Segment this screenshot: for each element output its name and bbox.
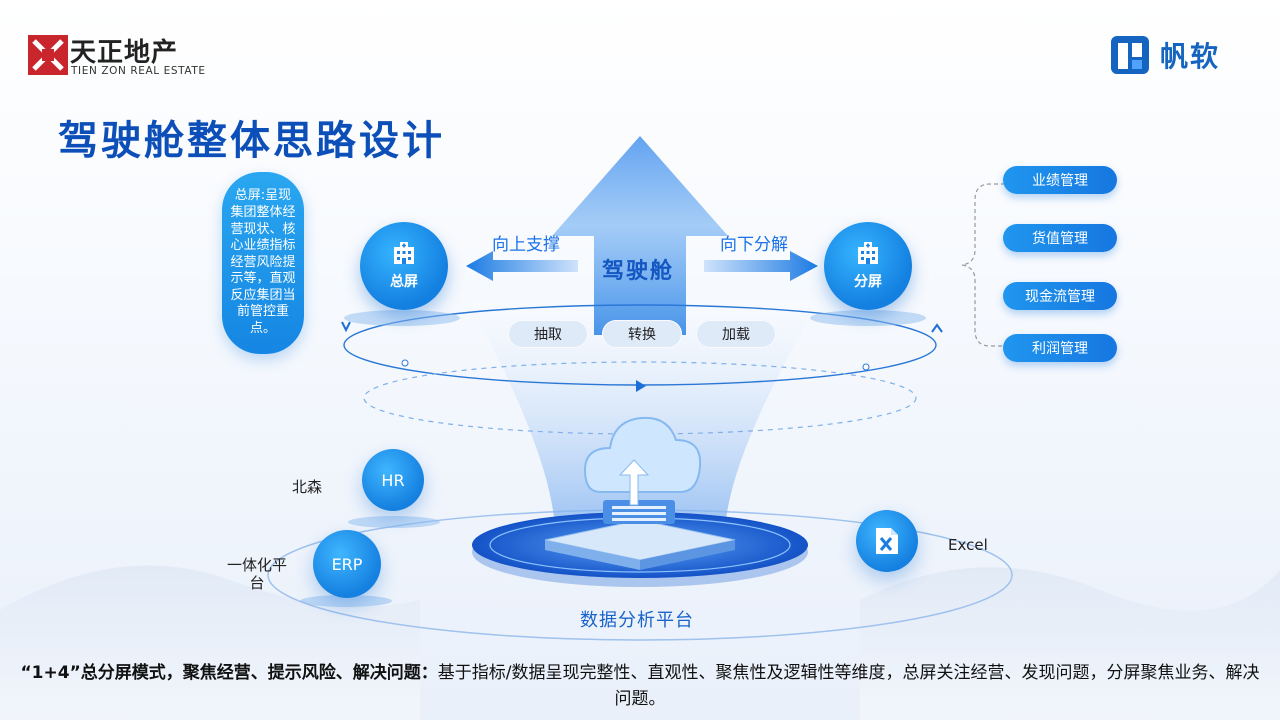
hospital-building-icon — [858, 242, 878, 264]
hr-source-label: HR — [381, 470, 405, 490]
main-screen-note-text: 总屏:呈现集团整体经营现状、核心业绩指标经营风险提示等，直观反应集团当前管控重点… — [230, 188, 296, 337]
page-title: 驾驶舱整体思路设计 — [58, 118, 445, 164]
partner-name: 帆软 — [1160, 40, 1221, 73]
hospital-building-icon — [394, 242, 414, 264]
transform-step[interactable]: 转换 — [602, 320, 682, 348]
erp-source-caption: 一体化平台 — [226, 556, 287, 592]
fanruan-logo-icon — [1111, 36, 1149, 74]
data-analysis-platform-label: 数据分析平台 — [580, 610, 694, 631]
sub-screen-node[interactable]: 分屏 — [824, 222, 912, 310]
cashflow-management-button[interactable]: 现金流管理 — [1003, 282, 1117, 310]
excel-source-node[interactable] — [856, 510, 918, 572]
company-name-en: TIEN ZON REAL ESTATE — [71, 65, 206, 77]
hr-source-caption: 北森 — [292, 478, 323, 496]
cloud-icon — [583, 416, 702, 506]
main-screen-note: 总屏:呈现集团整体经营现状、核心业绩指标经营风险提示等，直观反应集团当前管控重点… — [222, 172, 304, 354]
main-screen-node[interactable]: 总屏 — [360, 222, 448, 310]
support-upward-label: 向上支撑 — [492, 235, 560, 255]
cockpit-label: 驾驶舱 — [602, 259, 675, 284]
extract-step[interactable]: 抽取 — [508, 320, 588, 348]
decompose-downward-label: 向下分解 — [720, 235, 788, 255]
excel-source-caption: Excel — [948, 536, 988, 554]
profit-management-button[interactable]: 利润管理 — [1003, 334, 1117, 362]
footer-summary-text: 基于指标/数据呈现完整性、直观性、聚焦性及逻辑性等维度，总屏关注经营、发现问题，… — [437, 663, 1260, 709]
excel-file-icon — [876, 528, 898, 554]
footer-summary: “1+4”总分屏模式，聚焦经营、提示风险、解决问题：基于指标/数据呈现完整性、直… — [20, 660, 1260, 712]
erp-source-label: ERP — [331, 554, 363, 574]
tienzon-logo-icon — [28, 35, 68, 75]
footer-summary-bold: “1+4”总分屏模式，聚焦经营、提示风险、解决问题： — [20, 663, 438, 683]
company-name-cn: 天正地产 — [70, 38, 179, 68]
load-step[interactable]: 加载 — [696, 320, 776, 348]
performance-management-button[interactable]: 业绩管理 — [1003, 166, 1117, 194]
sub-screen-label: 分屏 — [854, 274, 882, 290]
hr-source-node[interactable]: HR — [362, 449, 424, 511]
inventory-value-management-button[interactable]: 货值管理 — [1003, 224, 1117, 252]
erp-source-node[interactable]: ERP — [313, 530, 381, 598]
main-screen-label: 总屏 — [390, 274, 418, 290]
